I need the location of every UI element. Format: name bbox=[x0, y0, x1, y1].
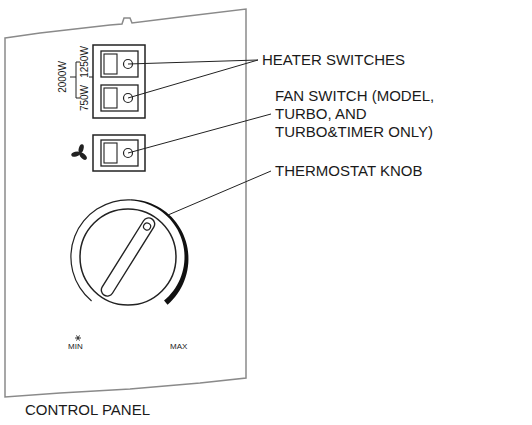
panel-outline bbox=[5, 9, 246, 397]
leader-line bbox=[168, 171, 271, 215]
heater-switch-housing bbox=[93, 45, 145, 118]
fan-icon bbox=[71, 144, 88, 161]
fan-switch-housing bbox=[93, 135, 145, 171]
heater-switch bbox=[101, 85, 138, 111]
scale-arc bbox=[70, 199, 131, 301]
wattage-label: 1250W bbox=[79, 46, 91, 78]
scale-label: MAX bbox=[170, 342, 210, 352]
fan-switch bbox=[101, 140, 138, 166]
leader-line bbox=[128, 60, 258, 98]
wattage-label: 2000W bbox=[57, 61, 69, 93]
caption: CONTROL PANEL bbox=[25, 401, 150, 419]
frost-symbol bbox=[75, 335, 81, 340]
callout-label: HEATER SWITCHES bbox=[262, 51, 512, 69]
thermostat-knob bbox=[70, 199, 188, 305]
callout-label: THERMOSTAT KNOB bbox=[275, 162, 525, 180]
callout-label: FAN SWITCH (MODEL, TURBO, AND TURBO&TIME… bbox=[275, 87, 450, 141]
wattage-label: 750W bbox=[79, 85, 91, 111]
scale-arc bbox=[131, 199, 189, 304]
leader-line bbox=[128, 60, 258, 64]
leader-line bbox=[128, 114, 271, 153]
scale-label: MIN bbox=[68, 342, 108, 352]
